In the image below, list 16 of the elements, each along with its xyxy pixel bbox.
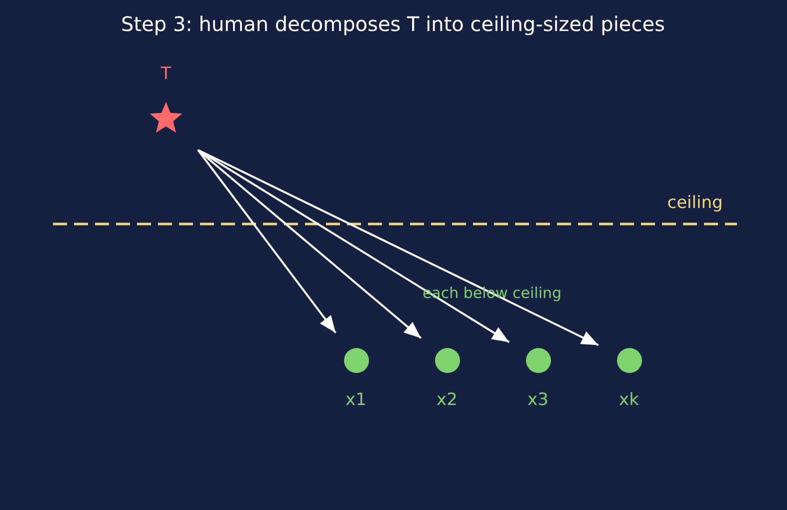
node-caption: x3 <box>528 392 548 408</box>
arrow <box>197 149 422 339</box>
star-marker <box>149 101 183 135</box>
circle-marker <box>344 348 368 372</box>
title: Step 3: human decomposes T into ceiling-sized pieces <box>121 14 665 34</box>
node-caption: xk <box>619 392 639 408</box>
node-caption: x1 <box>346 392 366 408</box>
circle-marker <box>616 348 642 372</box>
circle-marker <box>434 348 460 372</box>
arrow <box>197 149 336 334</box>
arrow <box>198 149 599 346</box>
node-caption: T <box>160 66 172 83</box>
circle-marker <box>526 348 550 372</box>
line-label: ceiling <box>667 195 723 212</box>
node-caption: x2 <box>436 392 458 408</box>
arrow <box>197 149 510 343</box>
